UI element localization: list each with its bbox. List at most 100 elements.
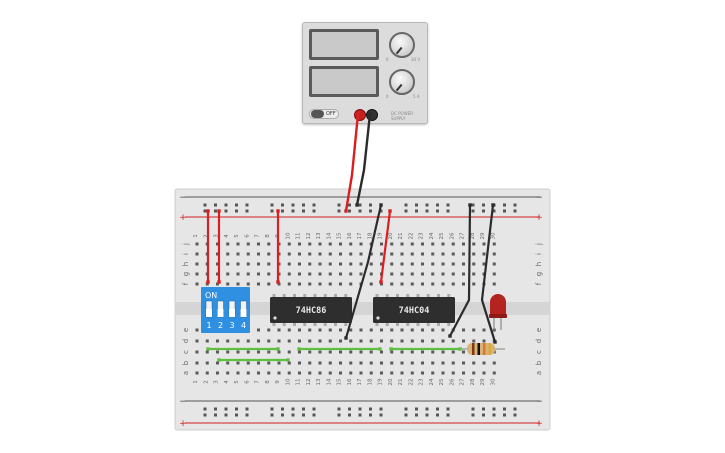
terminal-hole[interactable] bbox=[349, 339, 353, 343]
terminal-hole[interactable] bbox=[451, 252, 455, 256]
terminal-hole[interactable] bbox=[298, 361, 301, 365]
rail-hole[interactable] bbox=[270, 203, 274, 207]
rail-hole[interactable] bbox=[482, 413, 485, 417]
rail-hole[interactable] bbox=[337, 209, 341, 213]
rail-hole[interactable] bbox=[425, 203, 429, 207]
terminal-hole[interactable] bbox=[226, 272, 230, 276]
current-knob[interactable] bbox=[389, 69, 415, 95]
terminal-hole[interactable] bbox=[328, 242, 332, 246]
terminal-hole[interactable] bbox=[277, 350, 281, 354]
terminal-hole[interactable] bbox=[462, 371, 465, 375]
terminal-hole[interactable] bbox=[318, 371, 322, 375]
terminal-hole[interactable] bbox=[421, 242, 424, 246]
wire-gnd-ic1[interactable] bbox=[344, 203, 383, 340]
terminal-hole[interactable] bbox=[400, 371, 404, 375]
rail-hole[interactable] bbox=[415, 203, 418, 207]
rail-hole[interactable] bbox=[415, 413, 418, 417]
terminal-hole[interactable] bbox=[328, 339, 332, 343]
terminal-hole[interactable] bbox=[287, 361, 291, 365]
terminal-hole[interactable] bbox=[195, 262, 199, 266]
terminal-hole[interactable] bbox=[216, 350, 219, 354]
rail-hole[interactable] bbox=[369, 413, 372, 417]
terminal-hole[interactable] bbox=[339, 350, 342, 354]
terminal-hole[interactable] bbox=[359, 350, 363, 354]
breadboard[interactable]: −−++−−++11223344556677889910101111121213… bbox=[174, 188, 551, 431]
terminal-hole[interactable] bbox=[287, 339, 291, 343]
terminal-hole[interactable] bbox=[421, 361, 424, 365]
terminal-hole[interactable] bbox=[441, 350, 445, 354]
rail-hole[interactable] bbox=[312, 203, 316, 207]
terminal-hole[interactable] bbox=[195, 361, 199, 365]
rail-hole[interactable] bbox=[270, 413, 274, 417]
terminal-hole[interactable] bbox=[328, 328, 332, 332]
terminal-hole[interactable] bbox=[267, 242, 271, 246]
rail-hole[interactable] bbox=[358, 209, 362, 213]
terminal-hole[interactable] bbox=[226, 361, 230, 365]
rail-hole[interactable] bbox=[245, 209, 249, 213]
terminal-hole[interactable] bbox=[246, 371, 250, 375]
rail-hole[interactable] bbox=[503, 203, 506, 207]
terminal-hole[interactable] bbox=[287, 328, 291, 332]
terminal-hole[interactable] bbox=[431, 242, 435, 246]
terminal-hole[interactable] bbox=[359, 339, 363, 343]
terminal-hole[interactable] bbox=[410, 350, 414, 354]
terminal-hole[interactable] bbox=[226, 328, 230, 332]
terminal-hole[interactable] bbox=[277, 339, 281, 343]
terminal-hole[interactable] bbox=[410, 371, 414, 375]
terminal-hole[interactable] bbox=[308, 272, 312, 276]
terminal-hole[interactable] bbox=[195, 328, 199, 332]
rail-hole[interactable] bbox=[245, 407, 249, 411]
wire-psu-positive-end[interactable] bbox=[344, 209, 348, 213]
wire-green-dip-ic1-b-end[interactable] bbox=[286, 358, 290, 362]
terminal-hole[interactable] bbox=[287, 371, 291, 375]
terminal-hole[interactable] bbox=[226, 262, 230, 266]
terminal-hole[interactable] bbox=[328, 361, 332, 365]
terminal-hole[interactable] bbox=[472, 371, 476, 375]
terminal-hole[interactable] bbox=[400, 339, 404, 343]
terminal-hole[interactable] bbox=[410, 339, 414, 343]
ic-74hc04[interactable]: 74HC04 bbox=[373, 294, 455, 326]
ic-74hc86-body[interactable] bbox=[270, 297, 352, 323]
terminal-hole[interactable] bbox=[298, 282, 301, 286]
dip-switch-lever-knob[interactable] bbox=[206, 309, 212, 317]
rail-hole[interactable] bbox=[291, 209, 295, 213]
terminal-hole[interactable] bbox=[216, 282, 219, 286]
terminal-hole[interactable] bbox=[390, 242, 394, 246]
terminal-hole[interactable] bbox=[359, 272, 363, 276]
terminal-hole[interactable] bbox=[236, 262, 240, 266]
rail-hole[interactable] bbox=[337, 407, 341, 411]
terminal-hole[interactable] bbox=[205, 242, 209, 246]
rail-hole[interactable] bbox=[235, 413, 238, 417]
rail-hole[interactable] bbox=[281, 203, 284, 207]
terminal-hole[interactable] bbox=[216, 371, 219, 375]
rail-hole[interactable] bbox=[214, 209, 217, 213]
rail-hole[interactable] bbox=[203, 203, 207, 207]
terminal-hole[interactable] bbox=[492, 262, 496, 266]
terminal-hole[interactable] bbox=[195, 252, 199, 256]
terminal-hole[interactable] bbox=[308, 339, 312, 343]
terminal-hole[interactable] bbox=[236, 282, 240, 286]
terminal-hole[interactable] bbox=[246, 339, 250, 343]
terminal-hole[interactable] bbox=[441, 361, 445, 365]
terminal-hole[interactable] bbox=[287, 350, 291, 354]
terminal-hole[interactable] bbox=[236, 328, 240, 332]
rail-hole[interactable] bbox=[471, 203, 475, 207]
rail-hole[interactable] bbox=[513, 209, 517, 213]
terminal-hole[interactable] bbox=[462, 252, 465, 256]
terminal-hole[interactable] bbox=[482, 350, 486, 354]
terminal-hole[interactable] bbox=[400, 252, 404, 256]
terminal-hole[interactable] bbox=[472, 272, 476, 276]
rail-hole[interactable] bbox=[203, 407, 207, 411]
terminal-hole[interactable] bbox=[205, 371, 209, 375]
terminal-hole[interactable] bbox=[277, 328, 281, 332]
rail-hole[interactable] bbox=[270, 407, 274, 411]
terminal-hole[interactable] bbox=[277, 262, 281, 266]
terminal-hole[interactable] bbox=[492, 282, 496, 286]
ic-74hc04-body[interactable] bbox=[373, 297, 455, 323]
wire-green-dip-ic1-b-end[interactable] bbox=[217, 358, 221, 362]
terminal-hole[interactable] bbox=[410, 328, 414, 332]
terminal-hole[interactable] bbox=[431, 350, 435, 354]
wire-green-ic1-ic2-end[interactable] bbox=[297, 347, 301, 351]
rail-hole[interactable] bbox=[348, 407, 351, 411]
terminal-hole[interactable] bbox=[390, 361, 394, 365]
